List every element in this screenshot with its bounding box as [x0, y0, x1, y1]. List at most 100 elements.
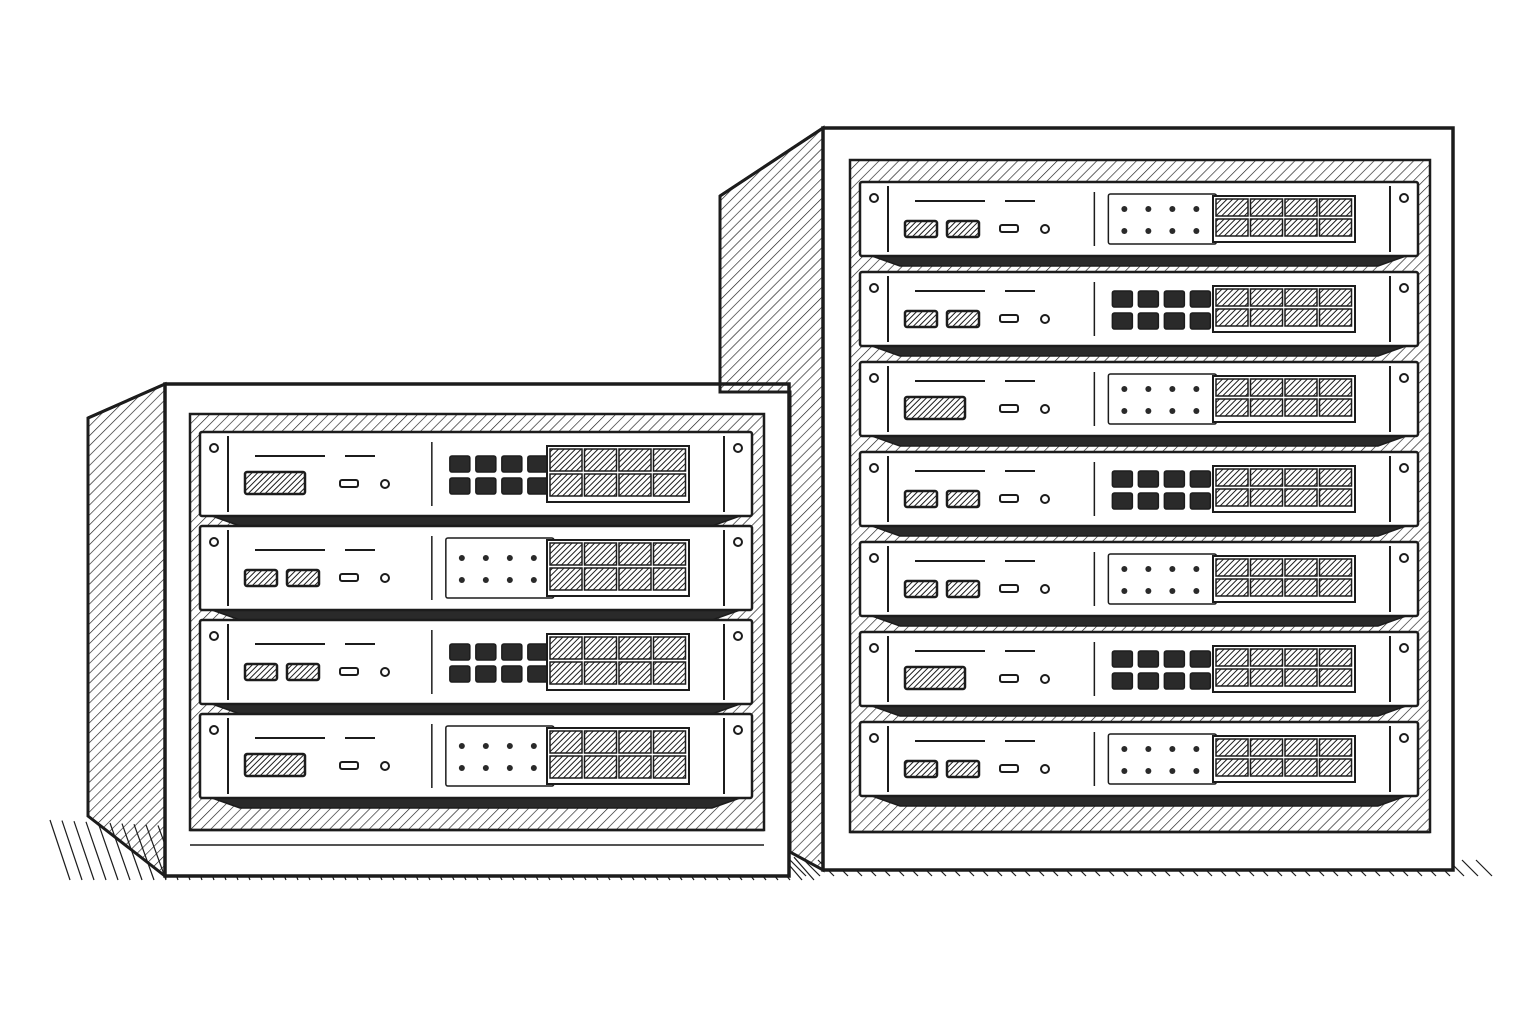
mount-screw [1399, 733, 1409, 743]
drive-slot [903, 665, 967, 691]
port-icon [903, 489, 939, 509]
network-port-icon [1189, 470, 1212, 488]
drive-slot [243, 752, 307, 778]
drive-bay [549, 755, 583, 779]
status-led [1040, 764, 1050, 774]
network-port-icon [1111, 470, 1134, 488]
indicator-dot [506, 743, 513, 749]
indicator-dot [1145, 408, 1152, 414]
network-port-icon [527, 643, 549, 661]
network-port-icon [1163, 290, 1186, 308]
network-port-icon [449, 643, 471, 661]
drive-bay [618, 473, 652, 497]
indicator-dot [506, 555, 513, 561]
unit-shadow [211, 797, 741, 809]
drive-bay [1284, 668, 1318, 687]
drive-bay [618, 542, 652, 566]
drive-bay [1284, 218, 1318, 237]
network-port-icon [1163, 470, 1186, 488]
mount-screw [733, 725, 743, 735]
drive-bay [583, 473, 618, 497]
drive-bay [1215, 218, 1249, 237]
network-port-icon [449, 477, 471, 495]
drive-bay [1284, 308, 1318, 327]
indicator-dot [1193, 206, 1200, 212]
port-icon [903, 309, 939, 329]
usb-port-icon [999, 584, 1019, 593]
drive-bay [618, 755, 652, 779]
drive-bay [549, 661, 583, 685]
port-icon [285, 662, 321, 682]
server-unit [858, 720, 1420, 807]
indicator-dot [458, 765, 465, 771]
server-unit [858, 270, 1420, 357]
drive-bay [1284, 398, 1318, 417]
left-rack-side [86, 381, 167, 880]
drive-bay [1249, 378, 1284, 397]
drive-bay [583, 636, 618, 660]
indicator-dot [1169, 206, 1176, 212]
usb-port-icon [999, 314, 1019, 323]
left-rack [86, 381, 791, 880]
network-port-icon [449, 665, 471, 683]
mount-screw [1399, 193, 1409, 203]
network-port-icon [527, 477, 549, 495]
drive-bay [1318, 738, 1353, 757]
network-port-icon [501, 477, 523, 495]
drive-slot [903, 395, 967, 421]
indicator-dot [530, 765, 537, 771]
indicator-dot [482, 743, 489, 749]
drive-bay [1249, 398, 1284, 417]
indicator-dot [1121, 768, 1128, 774]
drive-bay [1284, 648, 1318, 667]
drive-bay [1249, 578, 1284, 597]
network-port-icon [475, 477, 497, 495]
network-port-icon [1137, 470, 1160, 488]
mount-screw [869, 553, 879, 563]
indicator-dot [530, 577, 537, 583]
mount-screw [1399, 553, 1409, 563]
network-port-icon [1137, 312, 1160, 330]
mount-screw [733, 537, 743, 547]
network-port-icon [1137, 650, 1160, 668]
usb-port-icon [339, 761, 359, 770]
indicator-dot [506, 765, 513, 771]
unit-shadow [871, 435, 1407, 447]
indicator-dot [1121, 566, 1128, 572]
server-unit [858, 540, 1420, 627]
mount-screw [869, 193, 879, 203]
drive-bay [1249, 218, 1284, 237]
mount-screw [869, 283, 879, 293]
drive-bay [1318, 648, 1353, 667]
mount-screw [1399, 283, 1409, 293]
indicator-dot [1169, 746, 1176, 752]
indicator-dot [1169, 588, 1176, 594]
drive-bay [1215, 198, 1249, 217]
server-unit [858, 360, 1420, 447]
unit-shadow [211, 703, 741, 715]
indicator-dot [530, 555, 537, 561]
mount-screw [1399, 643, 1409, 653]
status-led [1040, 674, 1050, 684]
port-icon [903, 219, 939, 239]
port-icon [945, 489, 981, 509]
drive-bay [1215, 738, 1249, 757]
unit-shadow [871, 525, 1407, 537]
network-port-icon [1137, 672, 1160, 690]
drive-slot [243, 470, 307, 496]
drive-bay [1249, 468, 1284, 487]
port-icon [243, 568, 279, 588]
floor-hatch-line [1461, 859, 1479, 877]
network-port-icon [1163, 672, 1186, 690]
mount-screw [869, 643, 879, 653]
network-port-icon [475, 643, 497, 661]
indicator-dot [482, 577, 489, 583]
indicator-dot [1193, 228, 1200, 234]
status-led [1040, 314, 1050, 324]
drive-bay [1284, 738, 1318, 757]
network-port-icon [527, 665, 549, 683]
indicator-dot [482, 555, 489, 561]
drive-bay [1215, 758, 1249, 777]
indicator-dot [1145, 746, 1152, 752]
indicator-dot [458, 743, 465, 749]
